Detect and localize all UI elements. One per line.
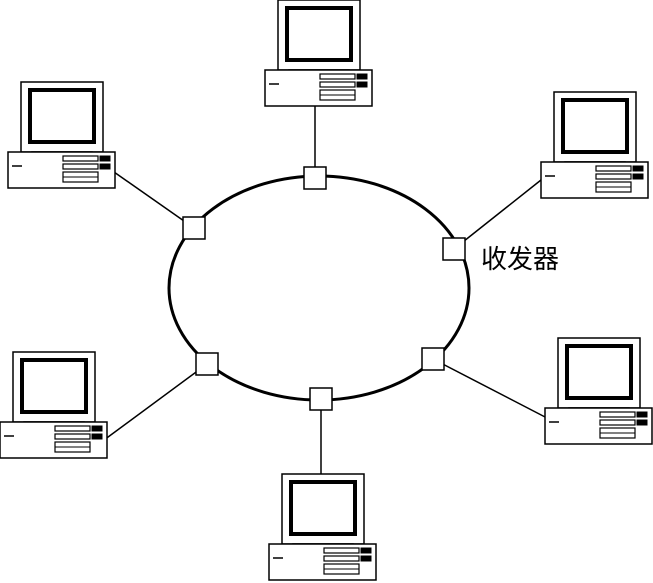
monitor-screen: [561, 98, 629, 154]
transceiver-lower-left: [195, 352, 219, 376]
system-unit: [7, 151, 116, 189]
transceiver-upper-left: [182, 216, 206, 240]
drive-led: [99, 163, 111, 170]
drive-led: [356, 81, 368, 88]
drive-led: [632, 165, 644, 172]
transceiver-lower-right: [421, 347, 445, 371]
drive-led: [360, 555, 372, 562]
drive-led: [636, 411, 648, 418]
system-unit: [264, 69, 373, 107]
drive-led: [636, 419, 648, 426]
system-unit: [544, 407, 653, 445]
link-upper-left: [113, 171, 195, 229]
drive-bay: [599, 411, 636, 418]
drive-bay: [54, 425, 91, 432]
system-unit: [268, 543, 377, 581]
monitor-screen: [20, 358, 88, 414]
computer-bottom: [268, 473, 377, 581]
drive-bay: [54, 433, 91, 440]
drive-bay: [319, 81, 356, 88]
drive-bay: [319, 73, 356, 80]
system-unit: [0, 421, 108, 459]
drive-bay: [323, 547, 360, 554]
drive-led: [360, 547, 372, 554]
computer-lower-left: [0, 351, 108, 459]
system-unit: [540, 161, 649, 199]
link-upper-right: [453, 179, 542, 250]
monitor-screen: [565, 344, 633, 400]
transceiver-bottom: [309, 387, 333, 411]
drive-led: [91, 425, 103, 432]
drive-led: [356, 73, 368, 80]
monitor-screen: [289, 480, 357, 536]
drive-bay: [62, 163, 99, 170]
computer-upper-left: [7, 81, 116, 189]
drive-bay: [595, 173, 632, 180]
monitor-screen: [285, 6, 353, 62]
transceiver-top: [303, 166, 327, 190]
drive-bay: [323, 555, 360, 562]
computer-lower-right: [544, 337, 653, 445]
drive-bay: [599, 419, 636, 426]
drive-bay: [595, 165, 632, 172]
drive-led: [99, 155, 111, 162]
drive-bay: [62, 155, 99, 162]
link-lower-left: [103, 363, 208, 441]
computer-top: [264, 0, 373, 107]
monitor-screen: [28, 88, 96, 144]
drive-led: [632, 173, 644, 180]
transceiver-upper-right: [442, 237, 466, 261]
computer-upper-right: [540, 91, 649, 199]
link-lower-right: [432, 358, 548, 419]
drive-led: [91, 433, 103, 440]
transceiver-label: 收发器: [481, 245, 560, 275]
